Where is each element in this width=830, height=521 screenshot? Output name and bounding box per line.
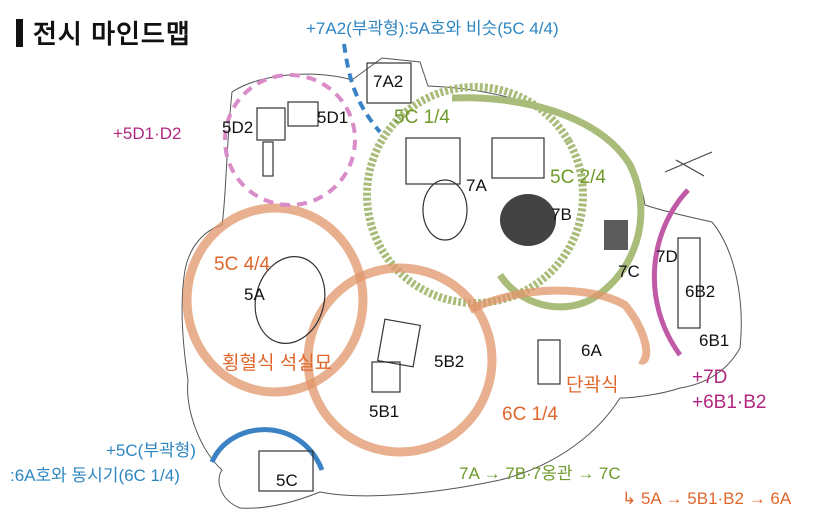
label-5b1: 5B1 [369,402,400,421]
label-6c-1-4: 6C 1/4 [502,404,558,425]
label-7a: 7A [466,176,487,195]
north-arrow-icon [664,151,713,177]
ring-5d [223,73,357,207]
sequence-orange: ↳ 5A → 5B1·B2 → 6A [622,489,792,508]
label-5c-2-4: 5C 2/4 [550,167,606,188]
site-outline [181,57,742,509]
ring-5c-2-4 [451,94,645,311]
label-hoenghyeol: 횡혈식 석실묘 [222,353,333,374]
label-6b2: 6B2 [685,282,716,301]
note-5c-2: :6A호와 동시기(6C 1/4) [10,466,180,485]
ring-6c-1-4 [468,286,651,365]
label-7b: 7B [551,205,572,224]
note-7d: +7D [692,367,728,388]
label-6a: 6A [581,341,602,360]
label-7d: 7D [656,247,678,266]
line-7a2 [342,43,382,134]
ring-5c-1-4 [363,82,587,307]
tomb-7c-fill [604,220,628,250]
label-5c-4-4: 5C 4/4 [214,254,270,275]
label-5c-1-4: 5C 1/4 [394,107,450,128]
ring-5c-4-4 [182,203,368,397]
label-5d2: 5D2 [222,118,254,137]
label-6b1: 6B1 [699,331,730,350]
label-7a2: 7A2 [373,72,404,91]
label-5d1: 5D1 [317,108,349,127]
title-block: 전시 마인드맵 [16,14,191,51]
sequence-green: 7A → 7B·7옹관 → 7C [459,464,621,483]
label-7c: 7C [618,262,640,281]
tomb-7b-fill [500,194,556,246]
note-7a2: +7A2(부곽형):5A호와 비슷(5C 4/4) [306,19,559,38]
page-title: 전시 마인드맵 [33,19,191,49]
note-5c-1: +5C(부곽형) [106,441,196,460]
title-marker [16,18,23,47]
arc-6b [651,188,690,357]
label-dangwak: 단곽식 [566,375,619,396]
label-5b2: 5B2 [434,352,465,371]
arc-5c [209,427,325,471]
label-5a: 5A [244,285,265,304]
note-6b1-b2: +6B1·B2 [692,392,767,413]
note-5d1-d2: +5D1·D2 [113,124,182,143]
tomb-shapes [254,62,701,492]
label-5c: 5C [276,471,298,490]
ring-5b [303,263,497,457]
